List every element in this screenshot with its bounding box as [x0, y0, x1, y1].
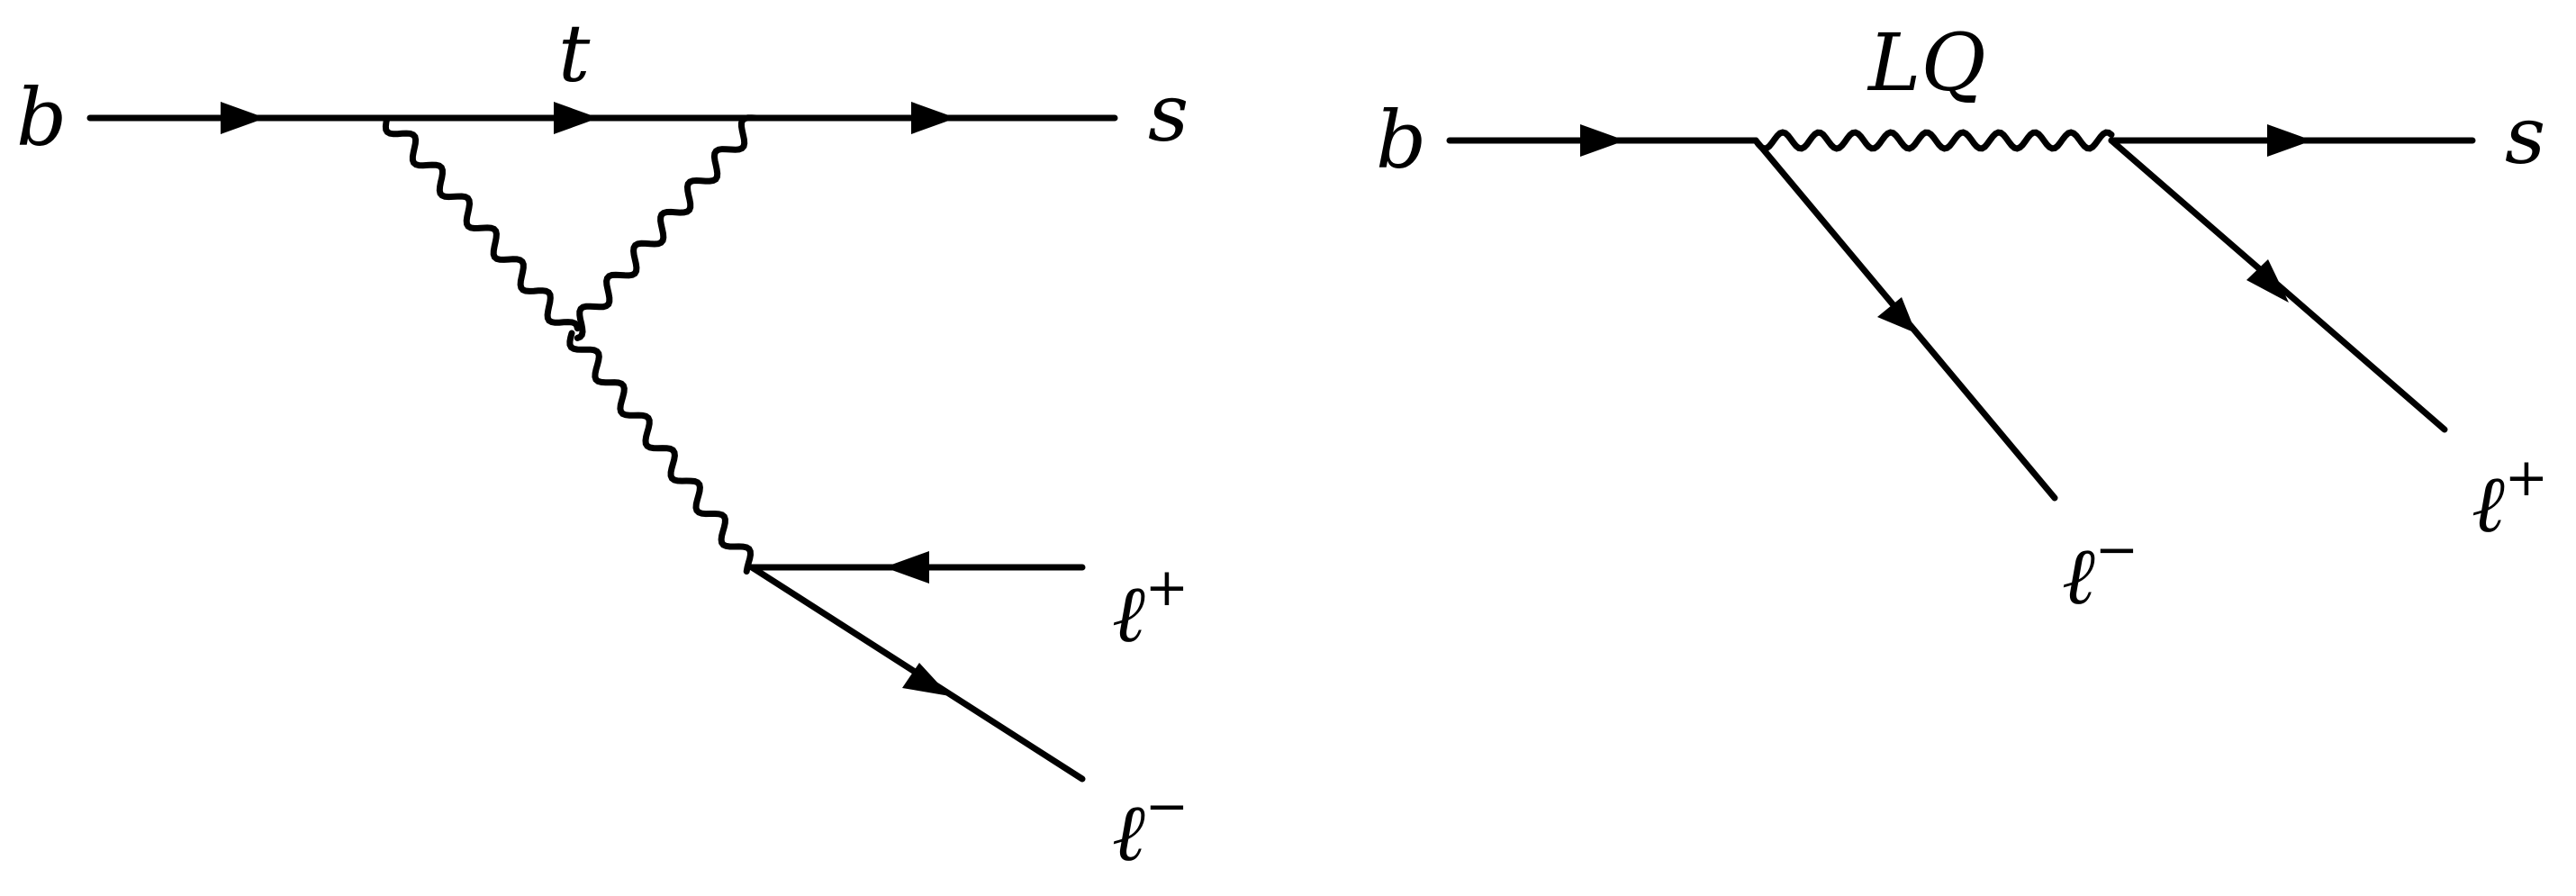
label-lq: LQ — [1866, 16, 1986, 109]
leptoquark-line — [1752, 129, 2115, 152]
label-b-left: b — [16, 71, 67, 164]
label-lplus-left: ℓ+ — [1112, 557, 1189, 660]
label-s-right: s — [2505, 89, 2545, 182]
w-boson-right — [574, 114, 760, 341]
arrow-t-icon — [554, 102, 599, 134]
label-b-right: b — [1376, 94, 1426, 186]
arrow-lminus-icon — [902, 663, 950, 696]
arrow-s-icon — [911, 102, 956, 134]
label-s-left: s — [1148, 67, 1189, 159]
label-t: t — [558, 7, 591, 100]
arrow-s-right-icon — [2267, 124, 2312, 157]
arrow-b-right-icon — [1580, 124, 1625, 157]
arrow-b-icon — [221, 102, 266, 134]
w-boson-left — [382, 114, 581, 332]
arrow-lplus-icon — [884, 551, 929, 584]
gamma-z-boson — [566, 330, 755, 575]
arrow-lminus-right-icon — [1877, 297, 1916, 333]
penguin-diagram — [86, 114, 1118, 783]
label-lminus-right: ℓ− — [2062, 519, 2138, 622]
arrow-lplus-right-icon — [2246, 259, 2289, 303]
label-lplus-right: ℓ+ — [2472, 447, 2548, 550]
leptoquark-diagram — [1446, 129, 2476, 502]
label-lminus-left: ℓ− — [1112, 775, 1189, 879]
